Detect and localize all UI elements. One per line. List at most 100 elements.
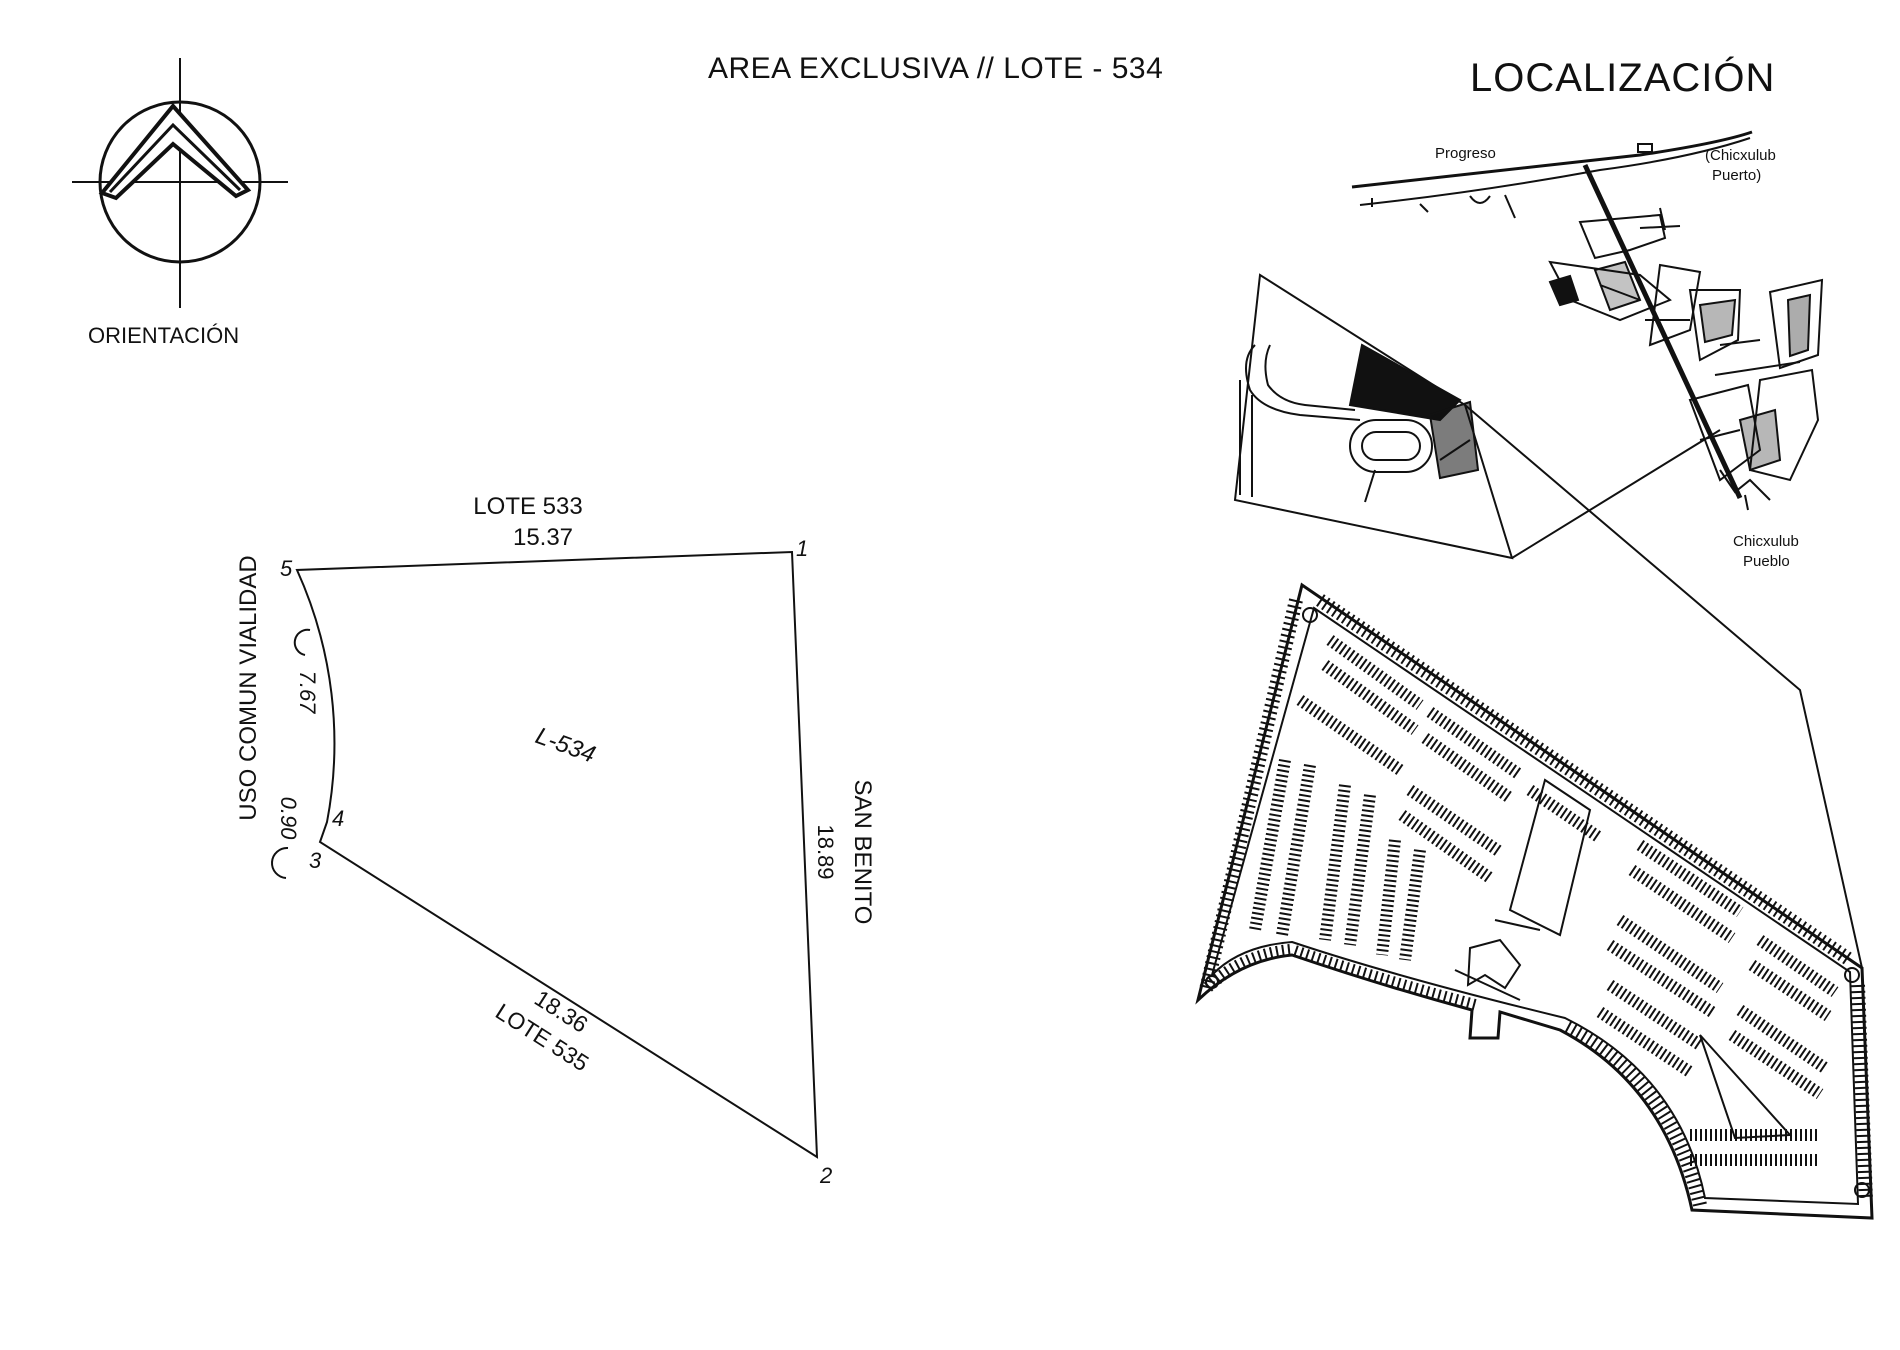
- block-row: [1398, 810, 1494, 883]
- west-side-label: USO COMUN VIALIDAD: [235, 555, 262, 820]
- street-lines-south: [1719, 469, 1771, 511]
- urban-block: [1688, 383, 1762, 482]
- port-marker: [1637, 143, 1653, 153]
- block-col: [1319, 784, 1351, 941]
- block-row: [1736, 1005, 1829, 1073]
- compass-rose: [72, 58, 288, 308]
- vertex-label-2: 2: [819, 1163, 832, 1188]
- east-length-label: 18.89: [813, 824, 838, 879]
- urban-block: [1578, 213, 1667, 260]
- block-row: [1296, 695, 1404, 775]
- north-arrow-icon: [98, 102, 252, 201]
- hatched-zone: [1738, 408, 1782, 472]
- block-row: [1596, 1007, 1694, 1077]
- block-row: [1526, 785, 1604, 843]
- inset-loop-inner: [1361, 431, 1421, 461]
- place-chicxulub-pueblo-2: Pueblo: [1743, 553, 1790, 570]
- hatched-zone: [1593, 260, 1642, 312]
- block-row: [1616, 915, 1724, 993]
- north-length-label: 15.37: [513, 524, 573, 551]
- compass-label: ORIENTACIÓN: [88, 323, 239, 348]
- lot-strip-south: [1290, 944, 1477, 1011]
- subdivision-inner-road: [1211, 606, 1860, 1206]
- north-neighbor-label: LOTE 533: [473, 493, 582, 520]
- southeast-park: [1699, 1034, 1793, 1140]
- block-row: [1406, 785, 1504, 857]
- arc-length-short-label: 0.90: [276, 797, 301, 841]
- urban-block: [1768, 278, 1824, 370]
- inset-development-solid: [1348, 343, 1462, 422]
- hatched-zone: [1548, 274, 1580, 307]
- block-row: [1606, 980, 1704, 1050]
- page-title: AREA EXCLUSIVA // LOTE - 534: [708, 52, 1164, 85]
- central-park: [1508, 778, 1592, 937]
- arc-length-long-label: 7.67: [295, 671, 320, 715]
- block-col: [1376, 839, 1401, 956]
- coast-road-secondary: [1359, 137, 1751, 206]
- place-chicxulub-pueblo-1: Chicxulub: [1733, 533, 1799, 550]
- location-title: LOCALIZACIÓN: [1470, 56, 1776, 100]
- block-row: [1606, 939, 1716, 1018]
- block-row: [1628, 865, 1736, 943]
- lot-strip-curve: [1561, 1018, 1707, 1207]
- main-highway: [1582, 163, 1743, 500]
- urban-block: [1688, 289, 1742, 362]
- block-col: [1249, 758, 1291, 932]
- east-street-label: SAN BENITO: [849, 780, 876, 925]
- lot-strip-southwest: [1200, 944, 1291, 995]
- plaza-lines: [1454, 919, 1541, 1001]
- vertex-label-1: 1: [796, 536, 808, 561]
- compass-circle: [98, 100, 262, 264]
- coast-details: [1371, 194, 1516, 219]
- block-row: [1421, 733, 1514, 803]
- lot-boundary: [295, 550, 819, 1159]
- block-row: [1636, 840, 1744, 917]
- lot-polygon: [270, 550, 819, 1159]
- block-col: [1276, 764, 1316, 936]
- block-row: [1426, 707, 1524, 780]
- vertex-label-3: 3: [309, 848, 322, 873]
- inset-development-hatched: [1428, 400, 1480, 480]
- block-row: [1748, 960, 1832, 1021]
- block-row: [1321, 660, 1419, 735]
- roundabout: [1302, 607, 1318, 623]
- inset-loop-outer: [1349, 419, 1433, 473]
- regional-map: [1351, 130, 1824, 511]
- arc-marker-long: [293, 628, 311, 656]
- roundabout: [1205, 975, 1219, 989]
- inset-map: [1233, 273, 1863, 969]
- vertex-label-4: 4: [332, 806, 344, 831]
- arc-marker-short: [270, 846, 289, 879]
- west-block-rows: [1249, 758, 1426, 961]
- inset-side-road: [1239, 380, 1253, 497]
- block-row: [1756, 935, 1839, 997]
- subdivision-plan: [1195, 582, 1874, 1220]
- block-row: [1326, 635, 1424, 710]
- coast-road: [1351, 130, 1753, 189]
- inset-road-inner: [1264, 344, 1356, 411]
- connector-line: [1511, 429, 1721, 559]
- lot-strip-west: [1199, 598, 1303, 992]
- hatched-zone: [1786, 293, 1812, 358]
- roundabout: [1844, 967, 1860, 983]
- lot-name: L-534: [532, 722, 599, 768]
- clubhouse: [1466, 938, 1522, 990]
- urban-block: [1648, 263, 1702, 347]
- vertex-label-5: 5: [280, 556, 293, 581]
- block-col: [1344, 794, 1376, 946]
- place-chicxulub-puerto-2: Puerto): [1712, 167, 1761, 184]
- hatched-zone: [1698, 298, 1737, 344]
- subdivision-boundary: [1195, 582, 1874, 1220]
- roundabout: [1854, 1182, 1870, 1198]
- place-progreso: Progreso: [1435, 145, 1496, 162]
- place-chicxulub-puerto-1: (Chicxulub: [1705, 147, 1776, 164]
- connector-line: [1464, 404, 1863, 969]
- north-arrow-inner: [108, 122, 242, 194]
- inset-road: [1245, 344, 1361, 421]
- block-col: [1399, 849, 1426, 961]
- block-rows: [1296, 635, 1839, 1166]
- urban-block: [1748, 368, 1820, 482]
- street-lines: [1599, 207, 1801, 441]
